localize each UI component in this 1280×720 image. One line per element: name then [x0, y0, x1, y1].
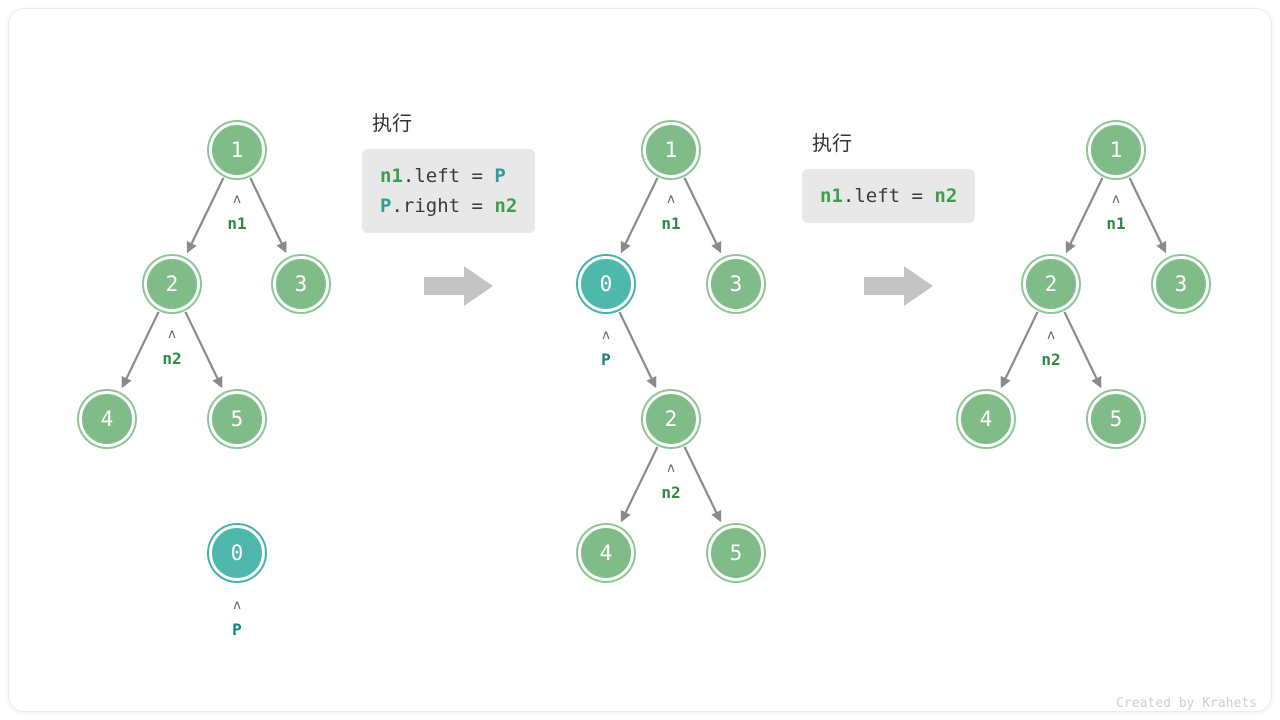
- code-token: P: [380, 195, 392, 217]
- pointer-label-n2: n2: [162, 349, 182, 368]
- pointer-caret-icon: ʌ: [233, 598, 241, 613]
- tree-node-3: 3: [708, 256, 764, 312]
- code-line: P.right = n2: [380, 191, 517, 221]
- tree-node-0: 0: [209, 525, 265, 581]
- tree-node-1: 1: [1088, 122, 1144, 178]
- code-token: .left =: [402, 165, 495, 187]
- code-token: n2: [494, 195, 518, 217]
- right-arrow-icon: [424, 266, 493, 306]
- tree-node-2: 2: [643, 391, 699, 447]
- code-token: n1: [820, 185, 843, 207]
- pointer-label-n1: n1: [227, 214, 247, 233]
- pointer-caret-icon: ʌ: [667, 461, 675, 476]
- pointer-label-P: P: [232, 620, 242, 639]
- tree-node-5: 5: [1088, 391, 1144, 447]
- step-title-2: 执行: [812, 131, 852, 155]
- tree-node-1: 1: [643, 122, 699, 178]
- code-token: n2: [934, 185, 958, 207]
- tree-node-4: 4: [79, 391, 135, 447]
- pointer-label-n1: n1: [1106, 214, 1126, 233]
- tree-node-2: 2: [144, 256, 200, 312]
- tree-node-5: 5: [209, 391, 265, 447]
- step-arrow-1: [424, 266, 493, 306]
- step-arrow-2: [864, 266, 933, 306]
- pointer-caret-icon: ʌ: [233, 192, 241, 207]
- pointer-label-n2: n2: [1041, 350, 1061, 369]
- pointer-caret-icon: ʌ: [1047, 328, 1055, 343]
- tree-node-4: 4: [578, 525, 634, 581]
- footer-credit: Created by Krahets: [1116, 696, 1257, 711]
- step-title-1: 执行: [372, 111, 412, 135]
- code-line: n1.left = P: [380, 161, 517, 191]
- tree-node-2: 2: [1023, 256, 1079, 312]
- pointer-caret-icon: ʌ: [667, 192, 675, 207]
- code-token: .left =: [842, 185, 935, 207]
- step-code-block-2: n1.left = n2: [802, 169, 976, 223]
- pointer-label-P: P: [601, 350, 611, 369]
- pointer-caret-icon: ʌ: [168, 327, 176, 342]
- code-token: n1: [380, 165, 403, 187]
- pointer-label-n2: n2: [661, 483, 681, 502]
- tree-node-5: 5: [708, 525, 764, 581]
- tree-node-0: 0: [578, 256, 634, 312]
- tree-node-3: 3: [1153, 256, 1209, 312]
- tree-node-4: 4: [958, 391, 1014, 447]
- code-line: n1.left = n2: [820, 181, 957, 211]
- pointer-caret-icon: ʌ: [1112, 192, 1120, 207]
- code-token: P: [494, 165, 506, 187]
- code-token: .right =: [391, 195, 495, 217]
- right-arrow-icon: [864, 266, 933, 306]
- pointer-caret-icon: ʌ: [602, 328, 610, 343]
- tree-node-1: 1: [209, 122, 265, 178]
- tree-node-3: 3: [273, 256, 329, 312]
- pointer-label-n1: n1: [661, 214, 681, 233]
